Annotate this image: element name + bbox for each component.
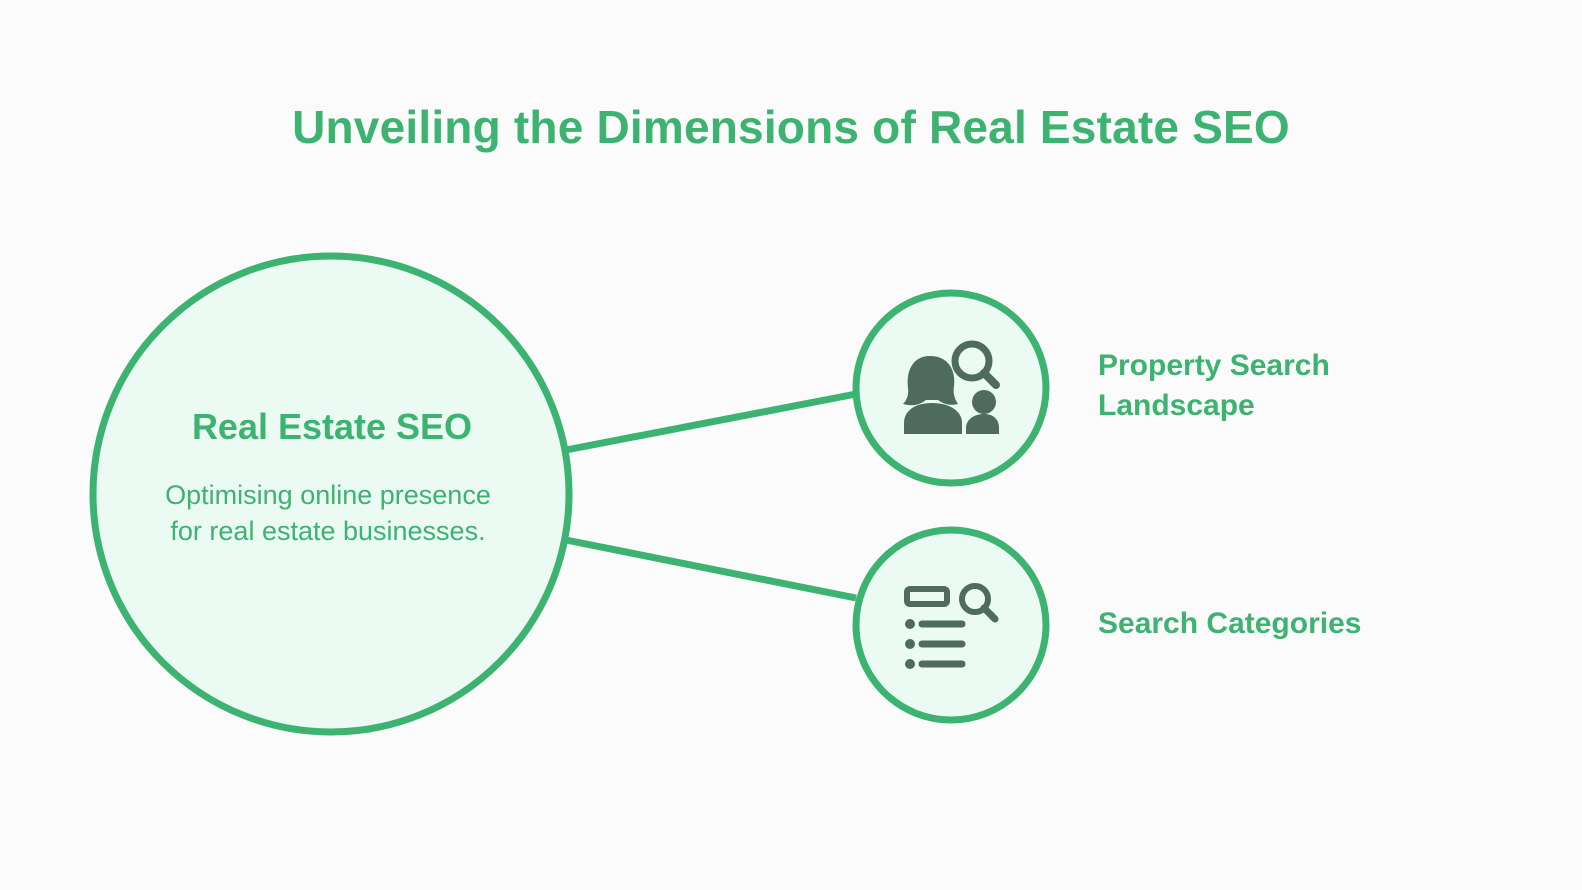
people-search-icon	[903, 340, 1000, 434]
main-topic-heading: Real Estate SEO	[191, 406, 473, 447]
diagram-title: Unveiling the Dimensions of Real Estate …	[292, 101, 1290, 153]
list-search-icon	[904, 583, 999, 669]
branch-label-property-search: Property Search Landscape	[1098, 349, 1330, 422]
branch-label-search-categories: Search Categories	[1098, 607, 1362, 640]
main-topic-description: Optimising online presence for real esta…	[165, 480, 491, 546]
connector-search-categories	[565, 536, 857, 602]
main-topic-circle	[89, 252, 573, 736]
connector-property-search	[565, 390, 857, 454]
